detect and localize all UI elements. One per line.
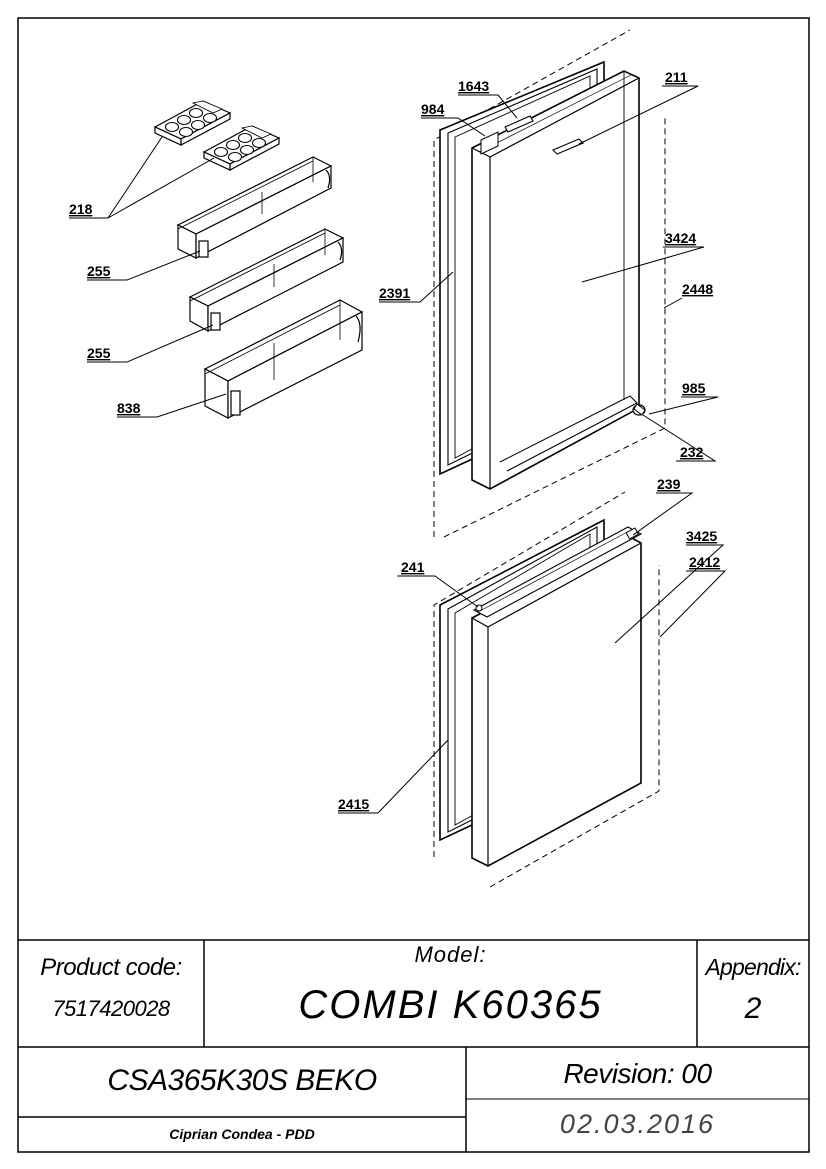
model-name: COMBI K60365 — [298, 983, 603, 1027]
callout-211: 211 — [665, 69, 688, 85]
callout-labels: 218 255 255 838 984 1643 211 3424 2391 2… — [69, 69, 720, 812]
door-shelf-middle — [188, 228, 345, 333]
revision: Revision: 00 — [563, 1058, 712, 1089]
revision-date: 02.03.2016 — [559, 1109, 716, 1139]
callout-255-middle: 255 — [87, 345, 111, 361]
egg-tray-upper — [153, 100, 232, 146]
freezer-door-assembly — [433, 491, 660, 888]
callout-3425: 3425 — [686, 528, 717, 544]
product-code: 7517420028 — [52, 996, 170, 1021]
callout-2412: 2412 — [689, 554, 720, 570]
callout-232: 232 — [680, 444, 704, 460]
callout-255-upper: 255 — [87, 263, 111, 279]
callout-218: 218 — [69, 201, 93, 217]
callout-241: 241 — [401, 559, 425, 575]
product-name: CSA365K30S BEKO — [107, 1064, 377, 1097]
callout-3424: 3424 — [665, 230, 696, 246]
title-block-grid — [18, 939, 809, 1152]
callout-239: 239 — [657, 476, 681, 492]
callout-1643: 1643 — [458, 78, 489, 94]
appendix-number: 2 — [744, 992, 762, 1025]
egg-tray-lower — [202, 125, 281, 171]
callout-2391: 2391 — [379, 285, 410, 301]
page-frame — [17, 17, 810, 1153]
appendix-label: Appendix: — [705, 954, 801, 980]
leader-lines — [69, 85, 727, 814]
callout-985: 985 — [682, 380, 706, 396]
author: Ciprian Condea - PDD — [169, 1126, 315, 1142]
door-shelf-bottle — [203, 299, 364, 419]
fridge-door-assembly — [433, 29, 666, 538]
callout-984: 984 — [421, 101, 445, 117]
callout-2415: 2415 — [338, 796, 369, 812]
door-shelf-upper — [176, 156, 333, 259]
model-label: Model: — [414, 942, 487, 967]
product-code-label: Product code: — [40, 954, 182, 981]
callout-838: 838 — [117, 400, 141, 416]
callout-2448: 2448 — [682, 281, 713, 297]
